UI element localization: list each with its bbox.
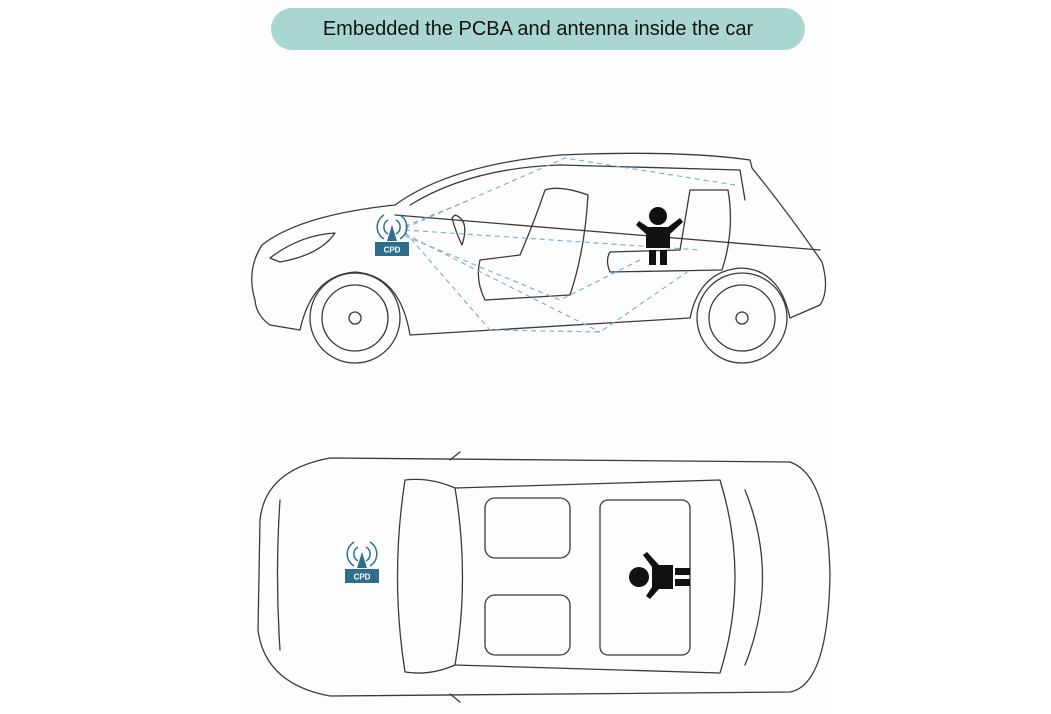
- wifi-signal-icon: [346, 541, 378, 567]
- rear-rim: [708, 284, 776, 352]
- car-side-view: CPD: [251, 152, 827, 364]
- cpd-box: [375, 242, 409, 256]
- rear-wheel: [696, 272, 788, 364]
- front-rim: [321, 284, 389, 352]
- hood-line: [276, 499, 281, 651]
- antenna-icon: [387, 225, 397, 241]
- beltline: [394, 214, 821, 251]
- front-seat-left: [484, 497, 571, 559]
- front-wheel: [309, 272, 401, 364]
- title-banner: Embedded the PCBA and antenna inside the…: [271, 8, 805, 50]
- mirrors: [449, 451, 461, 703]
- cpd-module-side: CPD: [375, 214, 409, 256]
- rear-seat: [606, 189, 732, 273]
- wifi-signal-icon: [376, 214, 408, 240]
- title-text: Embedded the PCBA and antenna inside the…: [322, 17, 754, 40]
- windshield: [396, 478, 464, 674]
- steering-wheel: [451, 214, 466, 246]
- front-seat-right: [484, 594, 571, 656]
- rear-window: [744, 489, 764, 666]
- car-top-view: CPD: [257, 451, 831, 703]
- car-top-body: [257, 457, 831, 697]
- cpd-label: CPD: [384, 246, 401, 255]
- headlight: [269, 232, 336, 263]
- child-icon-side: [636, 207, 683, 265]
- cpd-module-top: CPD: [345, 541, 379, 583]
- signal-lines-side: [404, 157, 736, 333]
- rear-bench: [599, 499, 691, 656]
- car-side-body: [251, 152, 827, 336]
- cpd-label: CPD: [354, 573, 371, 582]
- window-line: [409, 164, 746, 206]
- antenna-icon: [357, 552, 367, 568]
- front-seat: [477, 187, 589, 301]
- rear-hub: [735, 311, 749, 325]
- cpd-box: [345, 569, 379, 583]
- child-icon-top: [629, 552, 690, 599]
- front-hub: [348, 311, 362, 325]
- cabin-outline: [454, 479, 736, 674]
